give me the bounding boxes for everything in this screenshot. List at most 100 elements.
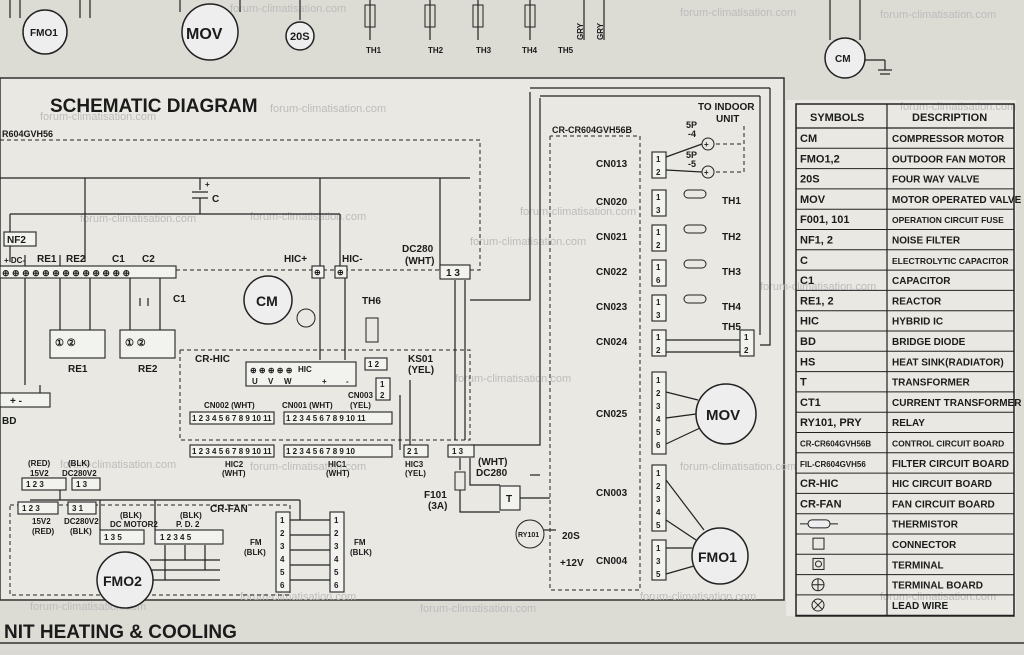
- legend-description: TRANSFORMER: [892, 378, 971, 389]
- svg-text:1: 1: [380, 380, 385, 389]
- svg-text:TH5: TH5: [722, 322, 741, 333]
- svg-text:CN001 (WHT): CN001 (WHT): [282, 401, 333, 410]
- svg-text:1 3: 1 3: [446, 268, 460, 279]
- svg-text:3: 3: [656, 495, 661, 504]
- electrolytic-capacitor: + C: [192, 178, 219, 214]
- svg-text:1: 1: [656, 193, 661, 202]
- svg-text:RE2: RE2: [138, 364, 158, 375]
- diagram-title: SCHEMATIC DIAGRAM: [50, 96, 258, 117]
- svg-text:CN023: CN023: [596, 302, 628, 313]
- legend-description: CONTROL CIRCUIT BOARD: [892, 439, 1004, 449]
- svg-text:6: 6: [656, 441, 661, 450]
- svg-text:FMO1: FMO1: [30, 28, 58, 39]
- svg-text:2: 2: [380, 391, 385, 400]
- svg-text:6: 6: [280, 581, 285, 590]
- svg-text:20S: 20S: [562, 531, 580, 542]
- control-board-outline: [549, 135, 641, 591]
- svg-text:NF2: NF2: [7, 235, 26, 246]
- svg-text:4: 4: [280, 555, 285, 564]
- svg-text:CN025: CN025: [596, 409, 628, 420]
- legend-symbol: CR-HIC: [800, 478, 839, 490]
- svg-text:1 2 3: 1 2 3: [26, 480, 44, 489]
- nf2-box: [3, 231, 37, 247]
- terminal-board-icon: [811, 578, 825, 592]
- svg-text:2: 2: [656, 241, 661, 250]
- svg-text:GRY: GRY: [596, 22, 605, 40]
- legend-description: LEAD WIRE: [892, 601, 948, 612]
- svg-text:3: 3: [656, 206, 661, 215]
- svg-text:CN020: CN020: [596, 197, 628, 208]
- svg-text:4: 4: [656, 508, 661, 517]
- svg-text:3 1: 3 1: [72, 504, 84, 513]
- svg-text:+: +: [322, 377, 327, 386]
- svg-text:(WHT): (WHT): [222, 469, 246, 478]
- svg-text:forum-climatisation.com: forum-climatisation.com: [60, 459, 176, 471]
- svg-text:forum-climatisation.com: forum-climatisation.com: [680, 461, 796, 473]
- svg-text:forum-climatisation.com: forum-climatisation.com: [520, 206, 636, 218]
- svg-text:(RED): (RED): [32, 527, 55, 536]
- fmo1-top-motor: [22, 9, 68, 55]
- svg-text:1: 1: [656, 228, 661, 237]
- legend-description: MOTOR OPERATED VALVE: [892, 195, 1022, 206]
- svg-text:1: 1: [656, 298, 661, 307]
- svg-text:forum-climatisation.com: forum-climatisation.com: [880, 9, 996, 21]
- valve-20s-top: [285, 21, 315, 51]
- svg-text:TO INDOOR: TO INDOOR: [698, 102, 755, 113]
- legend-symbol: CM: [800, 133, 817, 145]
- svg-text:DC MOTOR2: DC MOTOR2: [110, 520, 158, 529]
- svg-text:forum-climatisation.com: forum-climatisation.com: [80, 213, 196, 225]
- svg-text:3: 3: [656, 311, 661, 320]
- svg-text:(BLK): (BLK): [244, 548, 266, 557]
- legend-symbol: NF1, 2: [800, 235, 833, 247]
- svg-text:(YEL): (YEL): [405, 469, 426, 478]
- svg-text:U: U: [252, 377, 258, 386]
- legend-symbol: 20S: [800, 174, 820, 186]
- filter-board-outline: [0, 139, 481, 271]
- svg-text:forum-climatisation.com: forum-climatisation.com: [420, 603, 536, 615]
- legend-description: HEAT SINK(RADIATOR): [892, 357, 1004, 368]
- legend-symbol: RE1, 2: [800, 295, 834, 307]
- svg-text:TH4: TH4: [522, 46, 538, 55]
- svg-text:1: 1: [656, 263, 661, 272]
- svg-text:-: -: [346, 377, 349, 386]
- cr-hic-outline: [179, 349, 471, 441]
- dc280-connector: [439, 264, 471, 280]
- watermarks: forum-climatisation.com forum-climatisat…: [30, 3, 1016, 615]
- svg-text:FM: FM: [354, 538, 366, 547]
- svg-text:4: 4: [334, 555, 339, 564]
- legend-description: FOUR WAY VALVE: [892, 175, 980, 186]
- svg-text:TH6: TH6: [362, 296, 381, 307]
- svg-text:(YEL): (YEL): [350, 401, 371, 410]
- legend-description: ELECTROLYTIC CAPACITOR: [892, 256, 1009, 266]
- svg-text:1: 1: [744, 333, 749, 342]
- svg-text:forum-climatisation.com: forum-climatisation.com: [270, 103, 386, 115]
- svg-text:HIC3: HIC3: [405, 460, 424, 469]
- legend-header-symbols: SYMBOLS: [810, 112, 864, 124]
- svg-text:forum-climatisation.com: forum-climatisation.com: [250, 211, 366, 223]
- svg-text:CN022: CN022: [596, 267, 628, 278]
- svg-text:(BLK): (BLK): [350, 548, 372, 557]
- svg-text:RE2: RE2: [66, 254, 86, 265]
- legend-description: OUTDOOR FAN MOTOR: [892, 154, 1006, 165]
- svg-text:15V2: 15V2: [30, 469, 49, 478]
- legend-description: HIC CIRCUIT BOARD: [892, 479, 992, 490]
- svg-text:① ②: ① ②: [125, 338, 146, 349]
- svg-text:2: 2: [656, 389, 661, 398]
- svg-text:1: 1: [656, 376, 661, 385]
- legend-description: TERMINAL: [892, 560, 944, 571]
- svg-text:forum-climatisation.com: forum-climatisation.com: [40, 111, 156, 123]
- legend-symbol: BD: [800, 336, 816, 348]
- svg-text:2: 2: [656, 346, 661, 355]
- svg-text:(BLK): (BLK): [68, 459, 90, 468]
- svg-text:(RED): (RED): [28, 459, 51, 468]
- svg-text:TH4: TH4: [722, 302, 741, 313]
- svg-text:CR-FAN: CR-FAN: [210, 504, 248, 515]
- svg-text:① ②: ① ②: [55, 338, 76, 349]
- svg-text:1 3: 1 3: [76, 480, 88, 489]
- svg-text:6: 6: [656, 276, 661, 285]
- svg-text:⊕ ⊕ ⊕ ⊕ ⊕ ⊕ ⊕ ⊕ ⊕ ⊕ ⊕ ⊕ ⊕: ⊕ ⊕ ⊕ ⊕ ⊕ ⊕ ⊕ ⊕ ⊕ ⊕ ⊕ ⊕ ⊕: [2, 268, 130, 278]
- re1-reactor: [49, 329, 106, 359]
- control-board: CR-CR604GVH56B TO INDOOR UNIT 5P -4 5P -…: [544, 102, 757, 591]
- svg-text:+: +: [205, 180, 210, 189]
- svg-text:forum-climatisation.com: forum-climatisation.com: [470, 236, 586, 248]
